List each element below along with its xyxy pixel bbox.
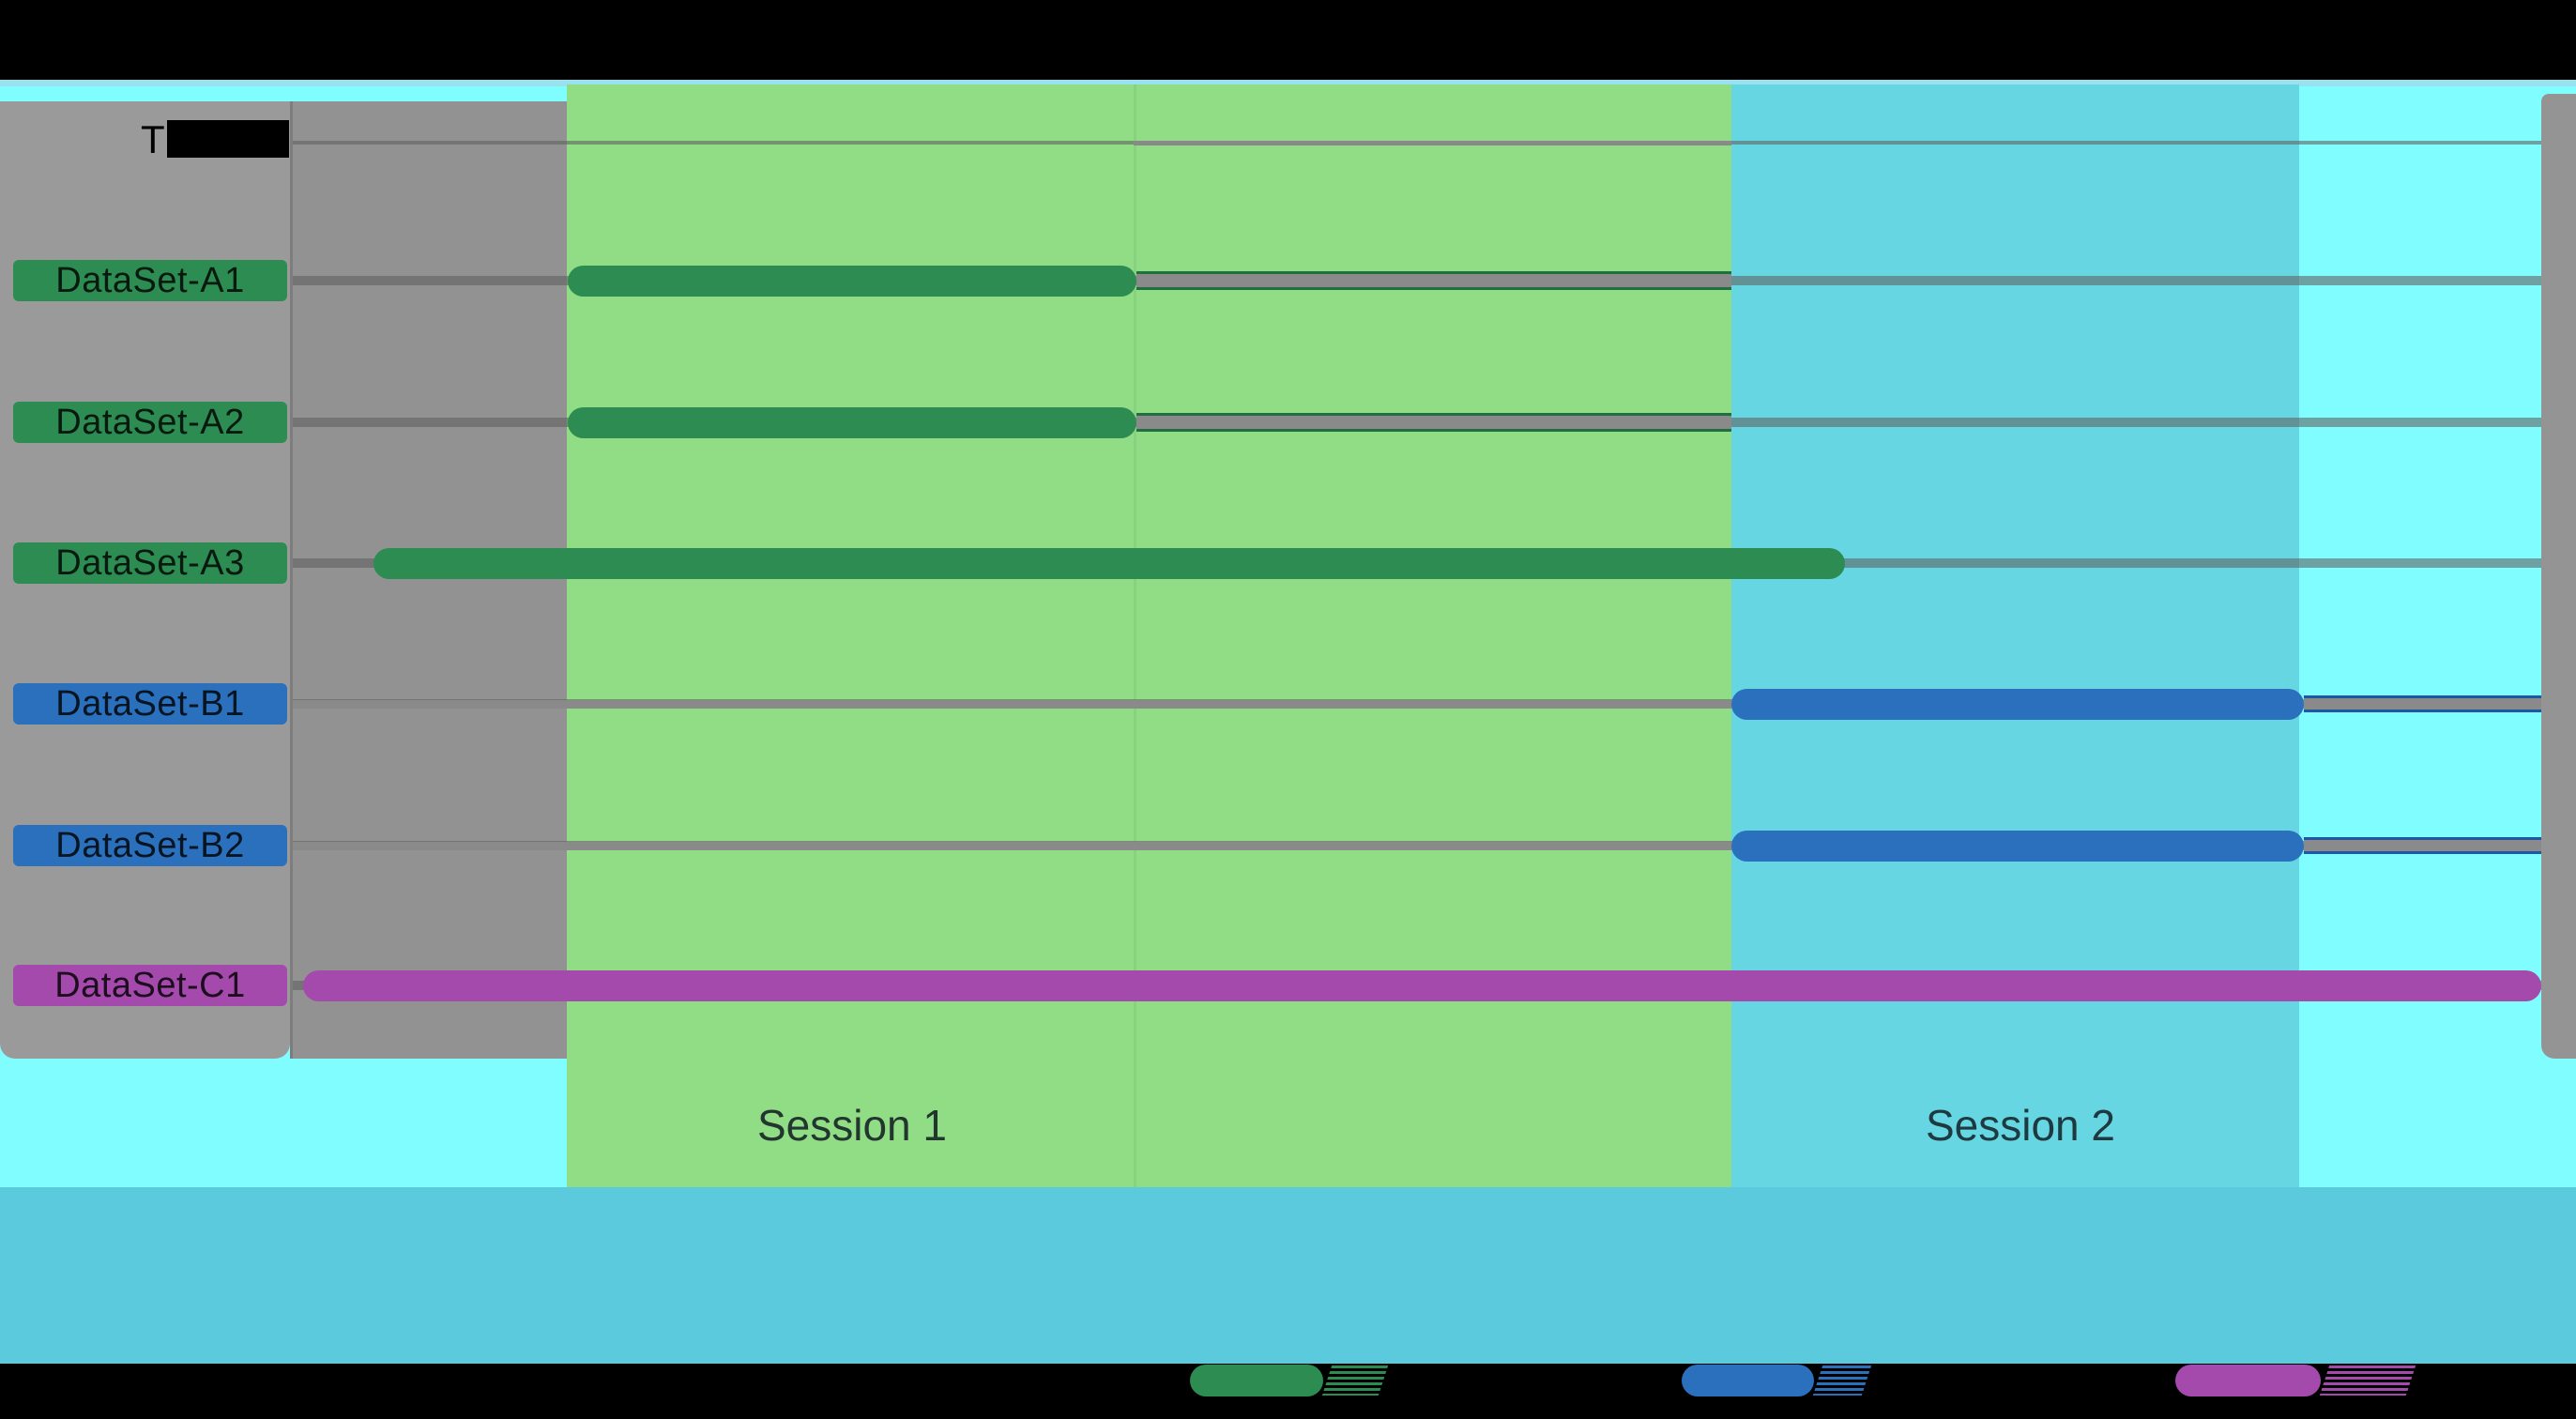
session1-label: Session 1: [756, 1101, 947, 1150]
gantt-bar[interactable]: [568, 406, 1136, 438]
axis-header-label: T: [141, 117, 165, 161]
bar-extension-outline: [1136, 271, 1731, 290]
bar-extension-outline: [2304, 837, 2541, 854]
row-label-badge: DataSet-A3: [13, 542, 287, 584]
legend-label-streak: [1812, 1366, 1872, 1396]
session2-band: [1731, 84, 2299, 1190]
row-label-badge: DataSet-A2: [13, 402, 287, 443]
row-gray-segment: [1134, 140, 1731, 145]
gantt-bar[interactable]: [373, 547, 1845, 579]
legend-pill-marker[interactable]: [1190, 1365, 1323, 1396]
redaction-box: [167, 120, 289, 158]
legend-label-streak: [2319, 1366, 2416, 1396]
bar-extension-outline: [2304, 695, 2541, 712]
gantt-bar[interactable]: [1731, 688, 2304, 720]
legend-pill-marker[interactable]: [2175, 1365, 2321, 1396]
right-gray-column: [2541, 94, 2576, 1059]
gantt-bar[interactable]: [568, 265, 1136, 297]
bottom-cyan-band: [0, 1187, 2576, 1364]
session1-band: [567, 84, 1731, 1190]
row-label-badge: DataSet-A1: [13, 260, 287, 301]
gantt-bar[interactable]: [1731, 830, 2304, 862]
plot-top-strip: [0, 80, 2576, 86]
legend-label-streak: [1321, 1366, 1389, 1396]
gantt-bar[interactable]: [303, 969, 2541, 1001]
legend-pill-marker[interactable]: [1682, 1365, 1814, 1396]
axis-divider-line: [290, 101, 293, 1059]
row-label-badge: DataSet-C1: [13, 965, 287, 1006]
session1-inner-gridline: [1134, 84, 1136, 1190]
bar-extension-outline: [1136, 413, 1731, 432]
row-lead-line: [293, 841, 1736, 850]
session2-label: Session 2: [1925, 1101, 2115, 1150]
pre-session-gray-band: [293, 101, 567, 1059]
row-lead-line: [293, 699, 1736, 709]
row-label-badge: DataSet-B2: [13, 825, 287, 866]
row-label-badge: DataSet-B1: [13, 683, 287, 725]
